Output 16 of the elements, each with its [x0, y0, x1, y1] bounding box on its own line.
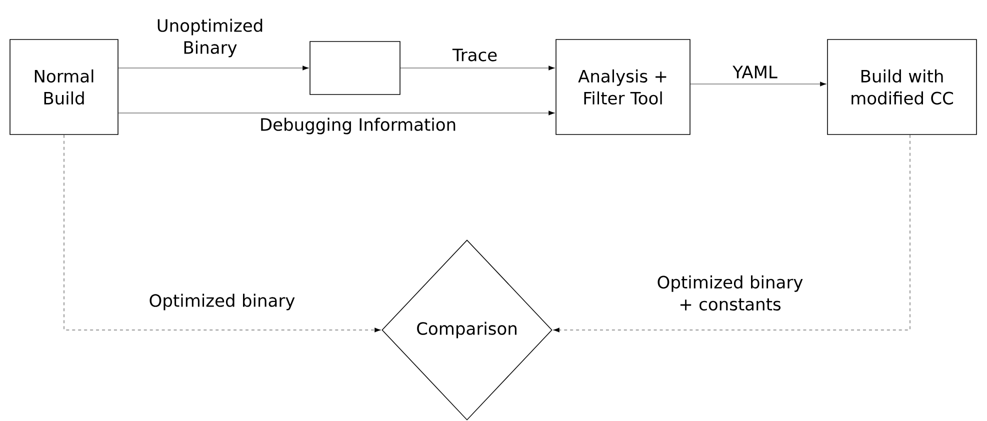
process-box: Normal Build — [10, 39, 118, 135]
edge-label: Trace — [452, 48, 497, 62]
edge-label: Optimized binary + constants — [658, 275, 803, 311]
arrow — [553, 134, 910, 332]
arrow — [690, 82, 826, 86]
arrow — [400, 66, 555, 70]
process-box: Build with modified CC — [827, 39, 977, 135]
edge-label: YAML — [732, 66, 778, 78]
process-box — [310, 41, 400, 95]
arrow — [118, 110, 555, 116]
process-box: Analysis + Filter Tool — [556, 39, 690, 135]
edge-label: Unoptimized Binary — [158, 18, 262, 58]
edge-label: Optimized binary — [150, 294, 295, 310]
arrow — [118, 66, 309, 70]
edge-label: Debugging Information — [261, 118, 456, 134]
arrow — [64, 134, 381, 332]
